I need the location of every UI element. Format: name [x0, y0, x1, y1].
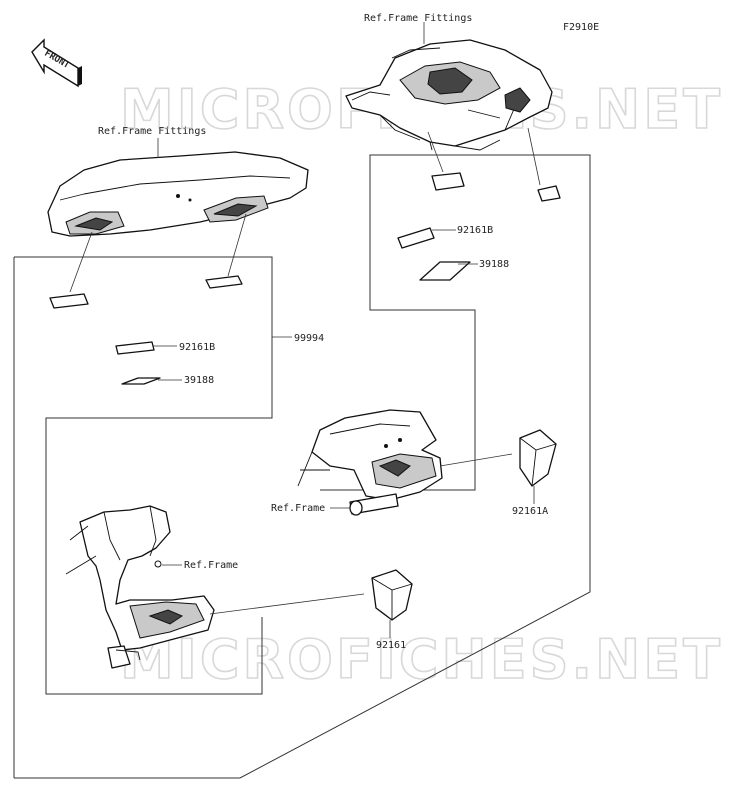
label-ref-frame-right: Ref.Frame [271, 503, 325, 514]
label-39188-left: 39188 [184, 375, 214, 386]
pad-top-left [431, 172, 465, 191]
box-left-assembly [14, 256, 273, 695]
label-92161A: 92161A [512, 506, 548, 517]
label-39188-right: 39188 [479, 259, 509, 270]
frame-section-left [65, 505, 215, 669]
label-92161: 92161 [376, 640, 406, 651]
label-ref-frame-fittings-top: Ref.Frame Fittings [364, 13, 472, 24]
frame-fitting-front [47, 151, 309, 237]
frame-fitting-rear [345, 39, 553, 151]
pad-left-right [205, 275, 243, 289]
front-arrow-icon: FRONT [31, 38, 82, 88]
label-ref-frame-left: Ref.Frame [184, 560, 238, 571]
label-ref-frame-fittings-left: Ref.Frame Fittings [98, 126, 206, 137]
label-99994: 99994 [294, 333, 324, 344]
pad-top-right [537, 185, 561, 202]
box-right-assembly [14, 154, 591, 779]
pad-left-left [49, 293, 89, 309]
part-92161B-left [115, 341, 155, 355]
watermark-bottom: MICROFICHES.NET [120, 628, 723, 691]
label-92161B-right: 92161B [457, 225, 493, 236]
part-39188-right [419, 261, 471, 281]
part-39188-left [121, 377, 161, 385]
diagram-code: F2910E [563, 22, 599, 33]
part-92161A [519, 429, 557, 487]
part-92161B-right [397, 227, 435, 249]
label-92161B-left: 92161B [179, 342, 215, 353]
frame-section-right [297, 409, 443, 516]
